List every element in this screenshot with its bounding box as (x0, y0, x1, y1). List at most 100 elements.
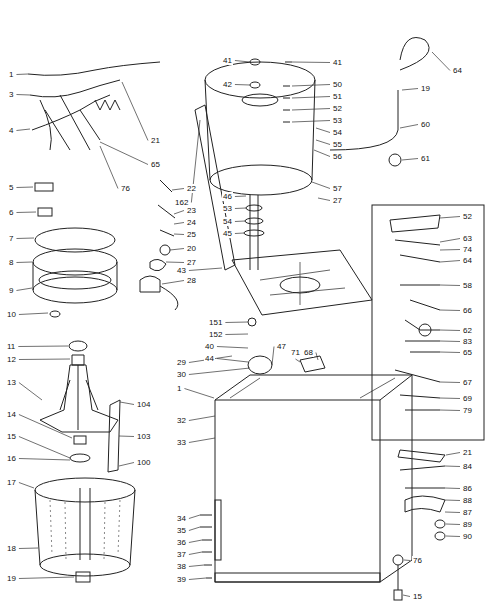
callout-number: 14 (6, 410, 17, 419)
callout-number: 57 (332, 184, 343, 193)
leader-line (440, 310, 460, 312)
callout-number: 35 (176, 526, 187, 535)
leader-line (189, 565, 204, 567)
callout-number: 63 (462, 234, 473, 243)
callout-number: 12 (6, 355, 17, 364)
wire-harness (28, 62, 160, 150)
link-bar (195, 105, 235, 270)
leader-line (312, 182, 330, 189)
seal (39, 271, 111, 289)
leader-line (16, 262, 32, 264)
leader-line (189, 578, 206, 580)
callout-number: 44 (204, 354, 215, 363)
callout-number: 4 (8, 126, 14, 135)
leader-line (16, 94, 30, 96)
leader-line (19, 359, 70, 361)
leader-line (170, 249, 184, 251)
callout-number: 21 (150, 136, 161, 145)
seal (245, 218, 263, 224)
callout-number: 38 (176, 562, 187, 571)
cabinet-corner (230, 378, 395, 398)
callout-number: 20 (186, 244, 197, 253)
harness-connector (95, 100, 120, 110)
callout-number: 41 (222, 56, 233, 65)
leader-line (16, 129, 30, 131)
callout-number: 60 (420, 120, 431, 129)
leader-line (19, 437, 70, 459)
leader-line (174, 211, 184, 215)
side-bracket (215, 500, 221, 560)
toe-panel (215, 573, 380, 582)
callout-number: 62 (462, 326, 473, 335)
strap (398, 450, 445, 462)
leader-line (440, 261, 460, 263)
leader-line (16, 212, 36, 214)
callout-number: 71 (290, 348, 301, 357)
pump-motor (140, 276, 178, 310)
washer (244, 230, 264, 236)
leader-line (100, 142, 148, 165)
leader-line (402, 89, 418, 91)
switch (160, 245, 170, 255)
base-plate (232, 250, 372, 315)
callout-number: 23 (186, 206, 197, 215)
callout-number: 25 (186, 230, 197, 239)
washer (250, 82, 260, 88)
foot (393, 555, 403, 565)
leader-line (440, 249, 460, 251)
callout-number: 83 (462, 337, 473, 346)
tub (210, 165, 312, 195)
leader-line (292, 121, 330, 123)
leader-line (295, 359, 300, 362)
callout-number: 6 (8, 208, 14, 217)
leader-line (16, 74, 28, 76)
callout-number: 29 (176, 358, 187, 367)
leader-line (440, 217, 460, 219)
clamp (389, 154, 401, 166)
leader-line (292, 85, 330, 87)
callout-number: 18 (6, 544, 17, 553)
callout-number: 86 (462, 484, 473, 493)
leader-line (440, 382, 460, 384)
leader-line (272, 347, 274, 366)
nut (74, 436, 86, 444)
leader-line (217, 359, 248, 363)
leader-line (184, 389, 214, 399)
callout-number: 8 (8, 258, 14, 267)
callout-number: 66 (462, 306, 473, 315)
bracket (108, 400, 120, 472)
callout-number: 42 (222, 80, 233, 89)
leader-line (445, 466, 460, 468)
callout-number: 53 (222, 204, 233, 213)
leader-line (19, 313, 48, 315)
callout-number: 15 (6, 432, 17, 441)
callout-number: 21 (462, 448, 473, 457)
spin-basket (35, 478, 135, 502)
leader-line (225, 334, 248, 336)
leader-line (440, 398, 460, 400)
callout-number: 5 (8, 183, 14, 192)
callout-number: 67 (462, 378, 473, 387)
leader-line (120, 402, 134, 405)
agitator-barrel (72, 355, 84, 365)
callout-number: 79 (462, 406, 473, 415)
leader-line (432, 52, 450, 71)
callout-number: 17 (6, 478, 17, 487)
leader-line (292, 97, 330, 99)
callout-number: 64 (462, 256, 473, 265)
callout-number: 56 (332, 152, 343, 161)
callout-number: 28 (186, 276, 197, 285)
callout-number: 64 (452, 66, 463, 75)
callout-number: 89 (462, 520, 473, 529)
leader-line (19, 415, 72, 439)
lever (395, 370, 440, 410)
leader-line (189, 416, 215, 421)
callout-number: 54 (332, 128, 343, 137)
leader-line (189, 268, 222, 271)
callout-number: 36 (176, 538, 187, 547)
leader-line (316, 353, 318, 361)
leader-line (189, 552, 202, 555)
leader-line (446, 536, 460, 538)
callout-number: 34 (176, 514, 187, 523)
